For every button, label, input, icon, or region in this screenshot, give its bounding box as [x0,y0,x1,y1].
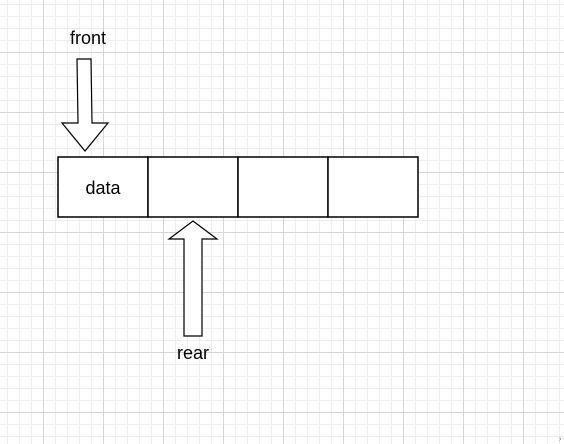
rear-up-arrow-icon [167,220,219,337]
queue-cell-1-value: data [85,178,121,198]
front-label: front [70,28,107,48]
rear-label: rear [177,343,210,363]
front-down-arrow-icon [60,58,110,152]
queue-cell-4 [327,156,419,218]
queue-cell-3 [237,156,329,218]
queue-cell-2 [147,156,239,218]
corner-mark: › [559,436,562,443]
queue-cell-1 [57,156,149,218]
